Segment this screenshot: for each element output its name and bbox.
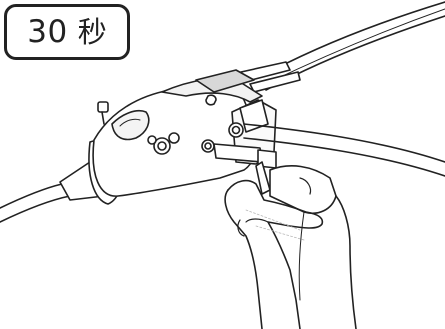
timer-unit: 秒: [78, 18, 107, 47]
timer-value: 30: [27, 17, 67, 48]
light-guide-cable: [0, 184, 70, 222]
timer-badge: 30 秒: [4, 4, 130, 60]
knob-icon: [98, 102, 108, 124]
hand-icon: [225, 166, 356, 329]
